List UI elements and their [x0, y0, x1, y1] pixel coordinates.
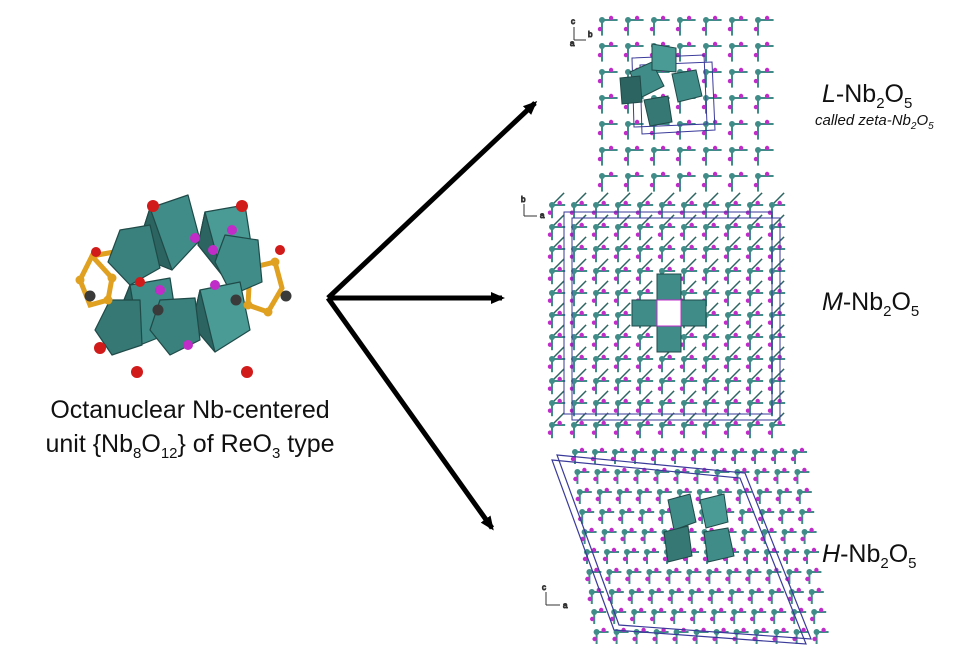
m-cell	[563, 211, 781, 421]
octanuclear-unit-illustration	[75, 194, 292, 378]
l-octahedra	[619, 43, 703, 127]
magenta-oxygen-atoms	[155, 225, 237, 350]
h-axis-c: c	[542, 583, 546, 592]
h-axis-indicator: c a	[542, 583, 569, 611]
h-octahedra	[663, 493, 735, 563]
caption-line-1: Octanuclear Nb-centered	[50, 396, 330, 424]
caption-line-2: unit {Nb8O12} of ReO3 type	[45, 430, 335, 462]
h-atom-lattice	[570, 447, 829, 644]
l-axis-a: a	[570, 39, 575, 48]
red-oxygen-atoms	[91, 200, 285, 378]
arrows	[325, 100, 538, 531]
note-zeta: called zeta-Nb2O5	[815, 112, 934, 132]
h-structure: c a	[542, 447, 829, 645]
l-axis-b: b	[588, 30, 593, 39]
nb-octahedra	[94, 194, 263, 356]
m-axis-a: a	[540, 211, 545, 220]
h-axis-a: a	[563, 601, 568, 610]
arrow-to-H	[325, 296, 495, 531]
arrow-to-L	[326, 100, 538, 300]
octanuclear-caption: Octanuclear Nb-centered unit {Nb8O12} of…	[0, 393, 380, 471]
label-h-nb2o5: H-Nb2O5	[822, 540, 917, 572]
m-axis-b: b	[521, 195, 526, 204]
m-axis-indicator: b a	[521, 195, 546, 221]
l-structure: c b a	[570, 15, 774, 192]
m-octahedra-cross	[631, 273, 707, 353]
m-structure: b a	[521, 192, 786, 439]
l-axis-c: c	[571, 17, 575, 26]
l-axis-indicator: c b a	[570, 17, 594, 49]
gold-atoms	[75, 257, 280, 317]
grey-carbon-atoms	[84, 290, 292, 316]
label-m-nb2o5: M-Nb2O5	[822, 288, 920, 320]
h-cell	[551, 454, 812, 645]
label-l-nb2o5: L-Nb2O5	[822, 80, 913, 112]
l-cell	[631, 54, 716, 135]
